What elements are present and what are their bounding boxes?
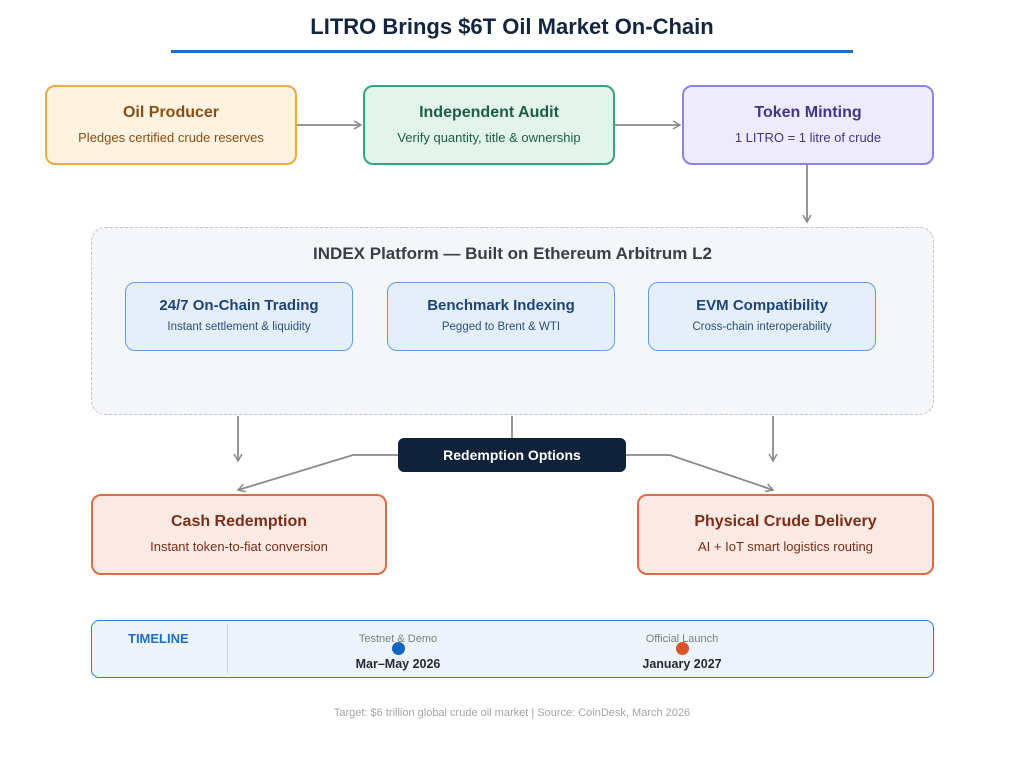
feature-title: 24/7 On-Chain Trading — [159, 297, 319, 314]
feature-title: Benchmark Indexing — [427, 297, 575, 314]
feature-subtitle: Instant settlement & liquidity — [167, 321, 311, 333]
option-subtitle: Instant token-to-fiat conversion — [150, 539, 328, 554]
milestone-dot — [392, 642, 405, 655]
option-subtitle: AI + IoT smart logistics routing — [698, 539, 873, 554]
cash-redemption-option: Cash Redemption Instant token-to-fiat co… — [91, 494, 387, 575]
feature-title: EVM Compatibility — [696, 297, 828, 314]
timeline-panel — [91, 620, 934, 678]
oil-producer-step: Oil Producer Pledges certified crude res… — [45, 85, 297, 165]
option-title: Cash Redemption — [170, 513, 307, 530]
milestone-caption: Testnet & Demo — [358, 633, 438, 645]
step-subtitle: Pledges certified crude reserves — [78, 130, 264, 145]
feature-subtitle: Cross-chain interoperability — [692, 321, 832, 333]
timeline-divider — [227, 624, 228, 674]
step-title: Independent Audit — [419, 104, 559, 121]
option-title: Physical Crude Delivery — [694, 513, 877, 530]
arrow-redemption-to-physical — [626, 454, 775, 493]
source-footnote: Target: $6 trillion global crude oil mar… — [333, 707, 691, 719]
milestone-date: January 2027 — [642, 657, 722, 671]
independent-audit-step: Independent Audit Verify quantity, title… — [363, 85, 615, 165]
timeline-label: TIMELINE — [128, 631, 189, 646]
step-subtitle: Verify quantity, title & ownership — [397, 130, 581, 145]
redemption-options-label: Redemption Options — [398, 438, 626, 472]
step-title: Token Minting — [754, 104, 862, 121]
feature-benchmark-indexing: Benchmark Indexing Pegged to Brent & WTI — [387, 282, 615, 351]
milestone-date: Mar–May 2026 — [355, 657, 441, 671]
feature-evm-compatibility: EVM Compatibility Cross-chain interopera… — [648, 282, 876, 351]
title-underline — [171, 50, 853, 53]
platform-title: INDEX Platform — Built on Ethereum Arbit… — [313, 244, 712, 263]
page-title: LITRO Brings $6T Oil Market On-Chain — [310, 14, 714, 39]
milestone-caption: Official Launch — [645, 633, 719, 645]
feature-onchain-trading: 24/7 On-Chain Trading Instant settlement… — [125, 282, 353, 351]
step-subtitle: 1 LITRO = 1 litre of crude — [734, 130, 882, 145]
step-title: Oil Producer — [122, 104, 220, 121]
token-minting-step: Token Minting 1 LITRO = 1 litre of crude — [682, 85, 934, 165]
milestone-dot — [676, 642, 689, 655]
physical-delivery-option: Physical Crude Delivery AI + IoT smart l… — [637, 494, 934, 575]
arrow-redemption-to-cash — [236, 454, 398, 493]
feature-subtitle: Pegged to Brent & WTI — [441, 321, 561, 333]
